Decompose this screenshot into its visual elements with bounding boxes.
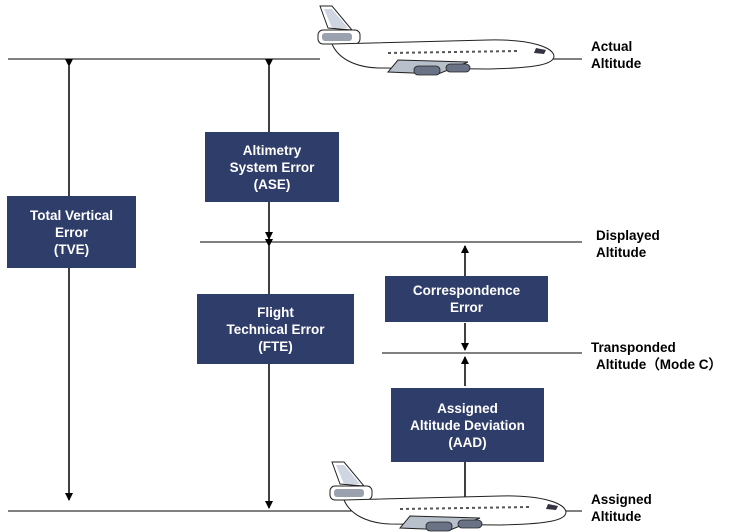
correspondence-line2: Error xyxy=(449,300,483,315)
fte-box: Flight Technical Error (FTE) xyxy=(197,294,354,364)
actual-altitude-label-line1: Actual xyxy=(591,39,633,54)
aad-line3: (AAD) xyxy=(448,434,487,450)
assigned-altitude-label: Assigned Altitude xyxy=(591,491,652,525)
actual-altitude-label: Actual Altitude xyxy=(591,38,641,72)
fte-line1: Flight xyxy=(257,304,294,320)
fte-line3: (FTE) xyxy=(258,338,293,354)
displayed-altitude-label: Displayed Altitude xyxy=(596,227,660,261)
aad-line1: Assigned xyxy=(437,400,498,416)
correspondence-line1: Correspondence xyxy=(412,283,521,298)
assigned-altitude-label-line2: Altitude xyxy=(591,509,642,524)
fte-line2: Technical Error xyxy=(226,321,325,337)
tve-line3: (TVE) xyxy=(53,241,90,257)
ase-box: Altimetry System Error (ASE) xyxy=(205,132,339,202)
ase-line1: Altimetry xyxy=(242,142,302,158)
tve-box: Total Vertical Error (TVE) xyxy=(7,196,136,268)
transponded-altitude-label-line2: Altitude（Mode C） xyxy=(596,357,722,372)
ase-line2: System Error xyxy=(229,159,315,175)
correspondence-box: Correspondence Error xyxy=(385,276,548,322)
displayed-altitude-label-line1: Displayed xyxy=(596,228,660,243)
aad-line2: Altitude Deviation xyxy=(410,417,525,433)
aad-box: Assigned Altitude Deviation (AAD) xyxy=(391,388,544,462)
tve-line1: Total Vertical xyxy=(29,207,114,223)
actual-altitude-label-line2: Altitude xyxy=(591,56,642,71)
transponded-altitude-label-line1: Transponded xyxy=(591,340,676,355)
ase-line3: (ASE) xyxy=(253,176,291,192)
displayed-altitude-label-line2: Altitude xyxy=(596,245,647,260)
aircraft-icon xyxy=(329,461,567,532)
assigned-altitude-label-line1: Assigned xyxy=(591,492,652,507)
tve-line2: Error xyxy=(54,224,88,240)
aircraft-icon xyxy=(317,5,555,76)
transponded-altitude-label: Transponded Altitude（Mode C） xyxy=(591,339,722,373)
